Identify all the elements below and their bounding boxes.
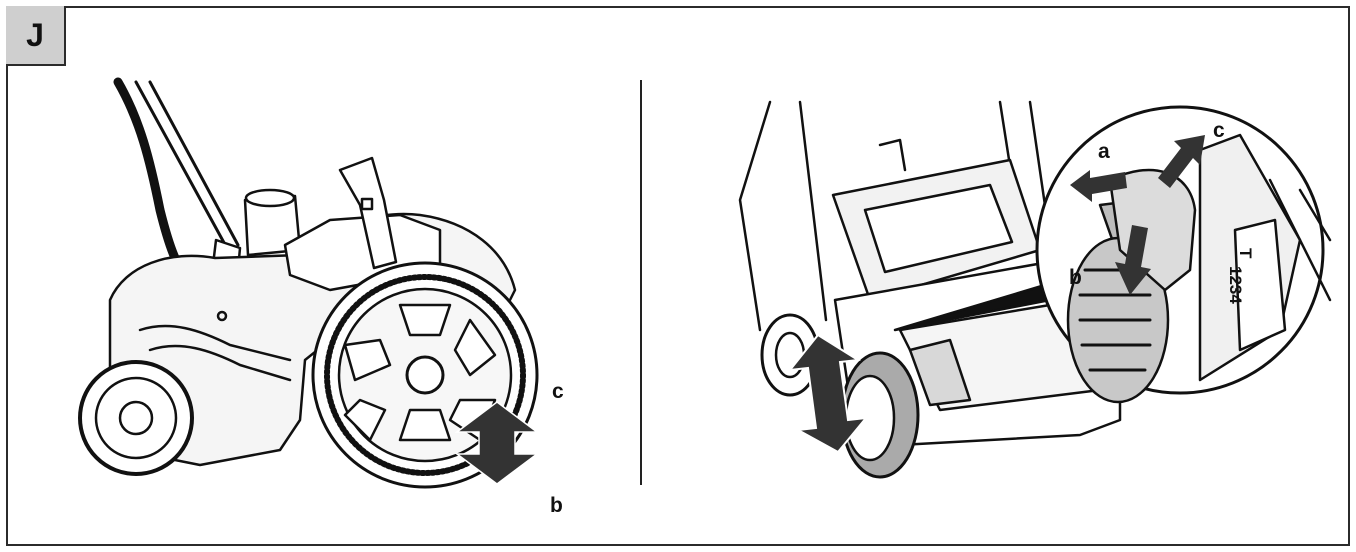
direction-arrow-icon [1115, 225, 1151, 295]
panel-divider [640, 80, 642, 485]
height-scale-numbers: 1234 [1226, 266, 1245, 304]
callout-b-right: b [1069, 266, 1082, 289]
height-scale-mark: T [1236, 248, 1255, 259]
figure-tag: J [6, 6, 66, 66]
figure-frame [6, 6, 1350, 546]
direction-arrow-icon [1070, 170, 1127, 202]
left-scarifier-illustration [78, 77, 539, 489]
callout-c-left: c [552, 380, 564, 403]
up-down-arrow-icon [787, 333, 869, 454]
direction-arrow-icon [1158, 135, 1205, 188]
callout-c-right: c [1213, 119, 1225, 142]
figure-tag-label: J [26, 16, 44, 53]
callout-a-right: a [1098, 140, 1110, 163]
up-down-arrow-icon [454, 401, 540, 485]
callout-b-left: b [550, 494, 563, 517]
